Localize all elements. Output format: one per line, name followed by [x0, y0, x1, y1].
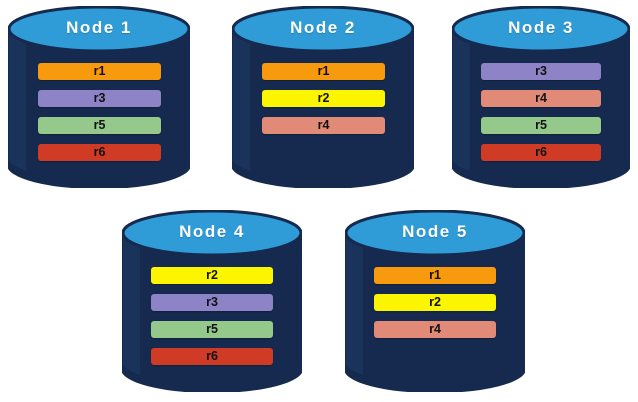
replica-bar[interactable]: r4 — [481, 90, 601, 107]
replica-bar[interactable]: r6 — [38, 144, 161, 161]
cylinder-side-shading — [346, 233, 363, 375]
cylinder-side-shading — [233, 29, 251, 171]
replica-bar[interactable]: r2 — [374, 294, 496, 311]
cylinder-body — [122, 232, 302, 392]
replica-bar[interactable]: r6 — [481, 144, 601, 161]
cylinder-body — [8, 28, 190, 188]
cylinder-top-ellipse — [345, 210, 525, 257]
replica-bar[interactable]: r1 — [262, 63, 385, 80]
cylinder-top-ellipse — [452, 6, 630, 53]
replica-bar[interactable]: r5 — [151, 321, 273, 338]
cylinder-top-ellipse — [232, 6, 414, 53]
replica-bar[interactable]: r2 — [151, 267, 273, 284]
replica-bar[interactable]: r5 — [38, 117, 161, 134]
cylinder-side-shading — [453, 29, 470, 171]
replica-bar[interactable]: r1 — [374, 267, 496, 284]
cylinder-body — [345, 232, 525, 392]
replica-bar[interactable]: r3 — [151, 294, 273, 311]
replica-bar[interactable]: r4 — [262, 117, 385, 134]
replica-bar[interactable]: r3 — [481, 63, 601, 80]
cylinder-top-ellipse — [122, 210, 302, 257]
replica-bar[interactable]: r3 — [38, 90, 161, 107]
replica-bar[interactable]: r5 — [481, 117, 601, 134]
cylinder-side-shading — [9, 29, 27, 171]
replica-bar[interactable]: r1 — [38, 63, 161, 80]
cylinder-body — [232, 28, 414, 188]
replica-bar[interactable]: r6 — [151, 348, 273, 365]
replica-bar[interactable]: r4 — [374, 321, 496, 338]
cylinder-top-ellipse — [8, 6, 190, 53]
replica-bar[interactable]: r2 — [262, 90, 385, 107]
cylinder-side-shading — [123, 233, 140, 375]
cylinder-body — [452, 28, 630, 188]
